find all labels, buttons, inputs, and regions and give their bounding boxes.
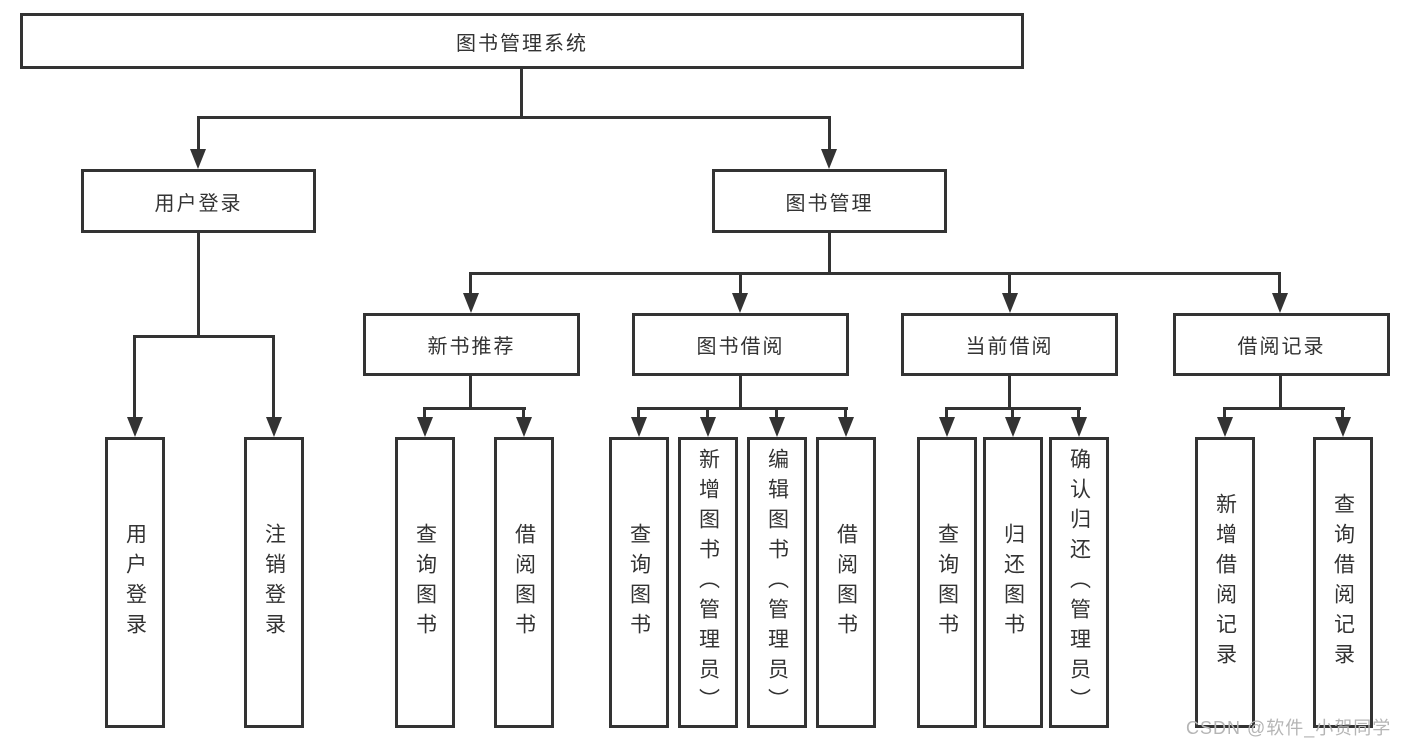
arrowhead-down [631, 417, 647, 437]
arrowhead-down [1071, 417, 1087, 437]
arrowhead-down [700, 417, 716, 437]
leaf-bb-edit-books-admin: 编辑图书（管理员） [747, 437, 807, 728]
connector-line [637, 407, 640, 421]
connector-line [844, 407, 847, 421]
leaf-cb-confirm-return-admin: 确认归还（管理员） [1049, 437, 1109, 728]
connector-line [469, 376, 472, 410]
arrowhead-down [417, 417, 433, 437]
leaf-bb-query-books: 查询图书 [609, 437, 669, 728]
arrowhead-down [1217, 417, 1233, 437]
connector-line [1223, 407, 1226, 421]
connector-line [1279, 376, 1282, 410]
connector-line [828, 233, 831, 275]
leaf-user-login: 用户登录 [105, 437, 165, 728]
arrowhead-down [1002, 293, 1018, 313]
connector-line [197, 116, 831, 119]
connector-line [1341, 407, 1344, 421]
connector-line [1223, 407, 1345, 410]
connector-line [520, 69, 523, 119]
connector-line [522, 407, 525, 421]
leaf-bb-add-books-admin: 新增图书（管理员） [678, 437, 738, 728]
connector-line [272, 335, 275, 420]
connector-line [739, 272, 742, 296]
connector-line [945, 407, 948, 421]
arrowhead-down [838, 417, 854, 437]
node-book-borrow: 图书借阅 [632, 313, 849, 376]
arrowhead-down [127, 417, 143, 437]
leaf-br-query-borrow-record: 查询借阅记录 [1313, 437, 1373, 728]
arrowhead-down [769, 417, 785, 437]
connector-line [637, 407, 848, 410]
leaf-cb-query-books: 查询图书 [917, 437, 977, 728]
connector-line [133, 335, 136, 420]
connector-line [469, 272, 1281, 275]
connector-line [197, 116, 200, 152]
node-borrow-records: 借阅记录 [1173, 313, 1390, 376]
connector-line [775, 407, 778, 421]
connector-line [197, 233, 200, 338]
leaf-logout: 注销登录 [244, 437, 304, 728]
connector-line [133, 335, 275, 338]
arrowhead-down [190, 149, 206, 169]
arrowhead-down [1335, 417, 1351, 437]
connector-line [1077, 407, 1080, 421]
connector-line [1008, 376, 1011, 410]
leaf-br-add-borrow-record: 新增借阅记录 [1195, 437, 1255, 728]
connector-line [423, 407, 526, 410]
leaf-nb-query-books: 查询图书 [395, 437, 455, 728]
leaf-nb-borrow-books: 借阅图书 [494, 437, 554, 728]
node-user-login: 用户登录 [81, 169, 316, 233]
node-new-book-recommend: 新书推荐 [363, 313, 580, 376]
leaf-bb-borrow-books: 借阅图书 [816, 437, 876, 728]
arrowhead-down [821, 149, 837, 169]
connector-line [1278, 272, 1281, 296]
arrowhead-down [1005, 417, 1021, 437]
arrowhead-down [266, 417, 282, 437]
arrowhead-down [939, 417, 955, 437]
leaf-cb-return-books: 归还图书 [983, 437, 1043, 728]
connector-line [828, 116, 831, 152]
node-book-management: 图书管理 [712, 169, 947, 233]
arrowhead-down [516, 417, 532, 437]
node-current-borrow: 当前借阅 [901, 313, 1118, 376]
arrowhead-down [1272, 293, 1288, 313]
node-root: 图书管理系统 [20, 13, 1024, 69]
connector-line [469, 272, 472, 296]
connector-line [1008, 272, 1011, 296]
arrowhead-down [463, 293, 479, 313]
arrowhead-down [732, 293, 748, 313]
connector-line [706, 407, 709, 421]
watermark-text: CSDN @软件_小贺同学 [1186, 718, 1392, 738]
connector-line [739, 376, 742, 410]
connector-line [423, 407, 426, 421]
connector-line [1011, 407, 1014, 421]
